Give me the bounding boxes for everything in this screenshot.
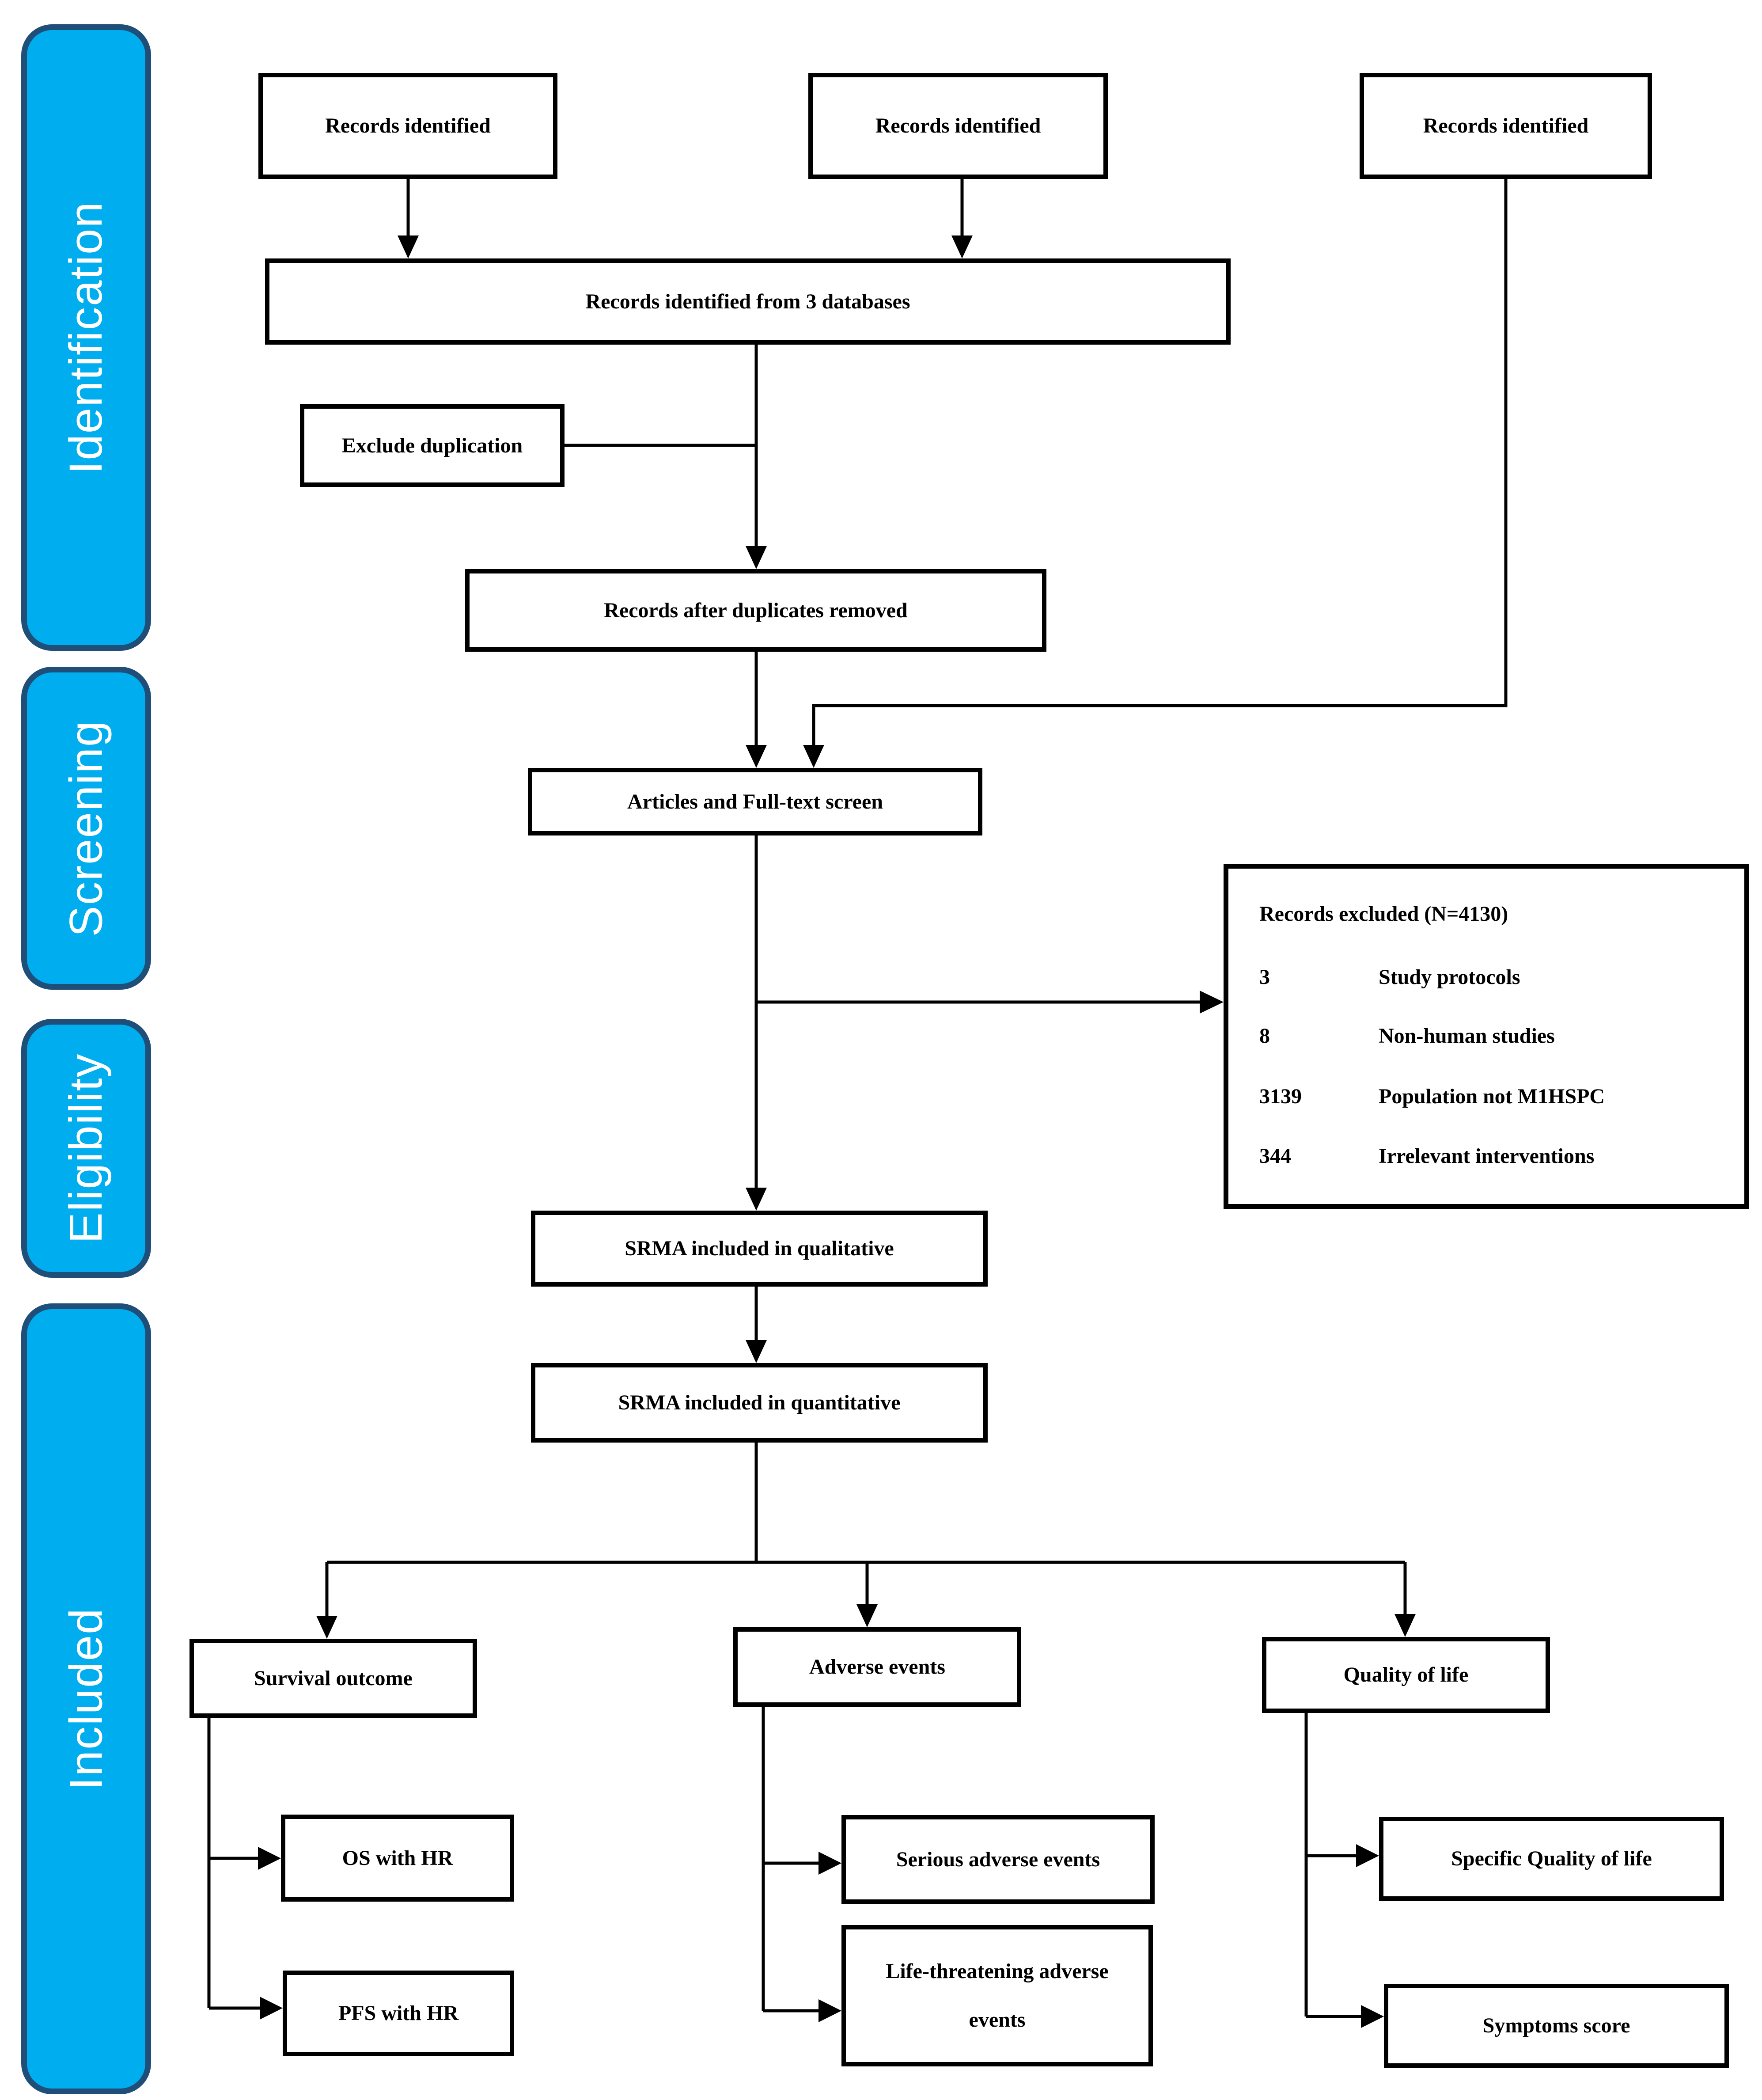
excluded-label: Irrelevant interventions (1379, 1144, 1595, 1168)
box-serious-adverse-events: Serious adverse events (841, 1815, 1155, 1904)
excluded-count: 8 (1259, 1024, 1270, 1048)
excluded-row: 3 Study protocols (1228, 965, 1744, 991)
box-after-duplicates-removed: Records after duplicates removed (465, 569, 1046, 652)
box-survival-outcome: Survival outcome (189, 1639, 477, 1718)
excluded-label: Study protocols (1379, 965, 1520, 989)
box-quality-of-life: Quality of life (1262, 1637, 1550, 1713)
stage-identification-label: Identification (60, 201, 112, 474)
box-adverse-events: Adverse events (733, 1627, 1021, 1707)
box-symptoms-score: Symptoms score (1384, 1984, 1729, 2068)
arrowheads (258, 235, 1416, 2028)
box-records-excluded: Records excluded (N=4130) 3 Study protoc… (1224, 864, 1749, 1209)
stage-eligibility: Eligibility (21, 1019, 151, 1278)
box-specific-quality-of-life: Specific Quality of life (1379, 1817, 1724, 1901)
stage-included-label: Included (60, 1607, 112, 1790)
box-exclude-duplication: Exclude duplication (300, 404, 565, 487)
records-excluded-title: Records excluded (N=4130) (1259, 902, 1508, 926)
box-srma-qualitative: SRMA included in qualitative (531, 1211, 988, 1287)
box-records-identified-2: Records identified (808, 73, 1108, 179)
box-records-from-databases: Records identified from 3 databases (265, 258, 1231, 345)
box-srma-quantitative: SRMA included in quantitative (531, 1363, 988, 1443)
excluded-row: 3139 Population not M1HSPC (1228, 1084, 1744, 1111)
excluded-row: 8 Non-human studies (1228, 1024, 1744, 1050)
box-life-threatening-adverse-events: Life-threatening adverse events (841, 1925, 1153, 2066)
stage-included: Included (21, 1303, 151, 2094)
excluded-count: 3139 (1259, 1085, 1302, 1108)
excluded-count: 344 (1259, 1144, 1291, 1168)
box-records-identified-1: Records identified (258, 73, 557, 179)
excluded-count: 3 (1259, 965, 1270, 989)
stage-identification: Identification (21, 24, 151, 651)
stage-eligibility-label: Eligibility (60, 1053, 112, 1244)
excluded-label: Population not M1HSPC (1379, 1085, 1605, 1108)
box-pfs-with-hr: PFS with HR (283, 1971, 514, 2056)
box-os-with-hr: OS with HR (281, 1815, 514, 1902)
box-records-identified-3: Records identified (1360, 73, 1652, 179)
stage-screening-label: Screening (60, 720, 112, 937)
excluded-row: 344 Irrelevant interventions (1228, 1144, 1744, 1170)
excluded-label: Non-human studies (1379, 1024, 1555, 1048)
stage-screening: Screening (21, 667, 151, 990)
box-fulltext-screen: Articles and Full-text screen (528, 768, 982, 835)
